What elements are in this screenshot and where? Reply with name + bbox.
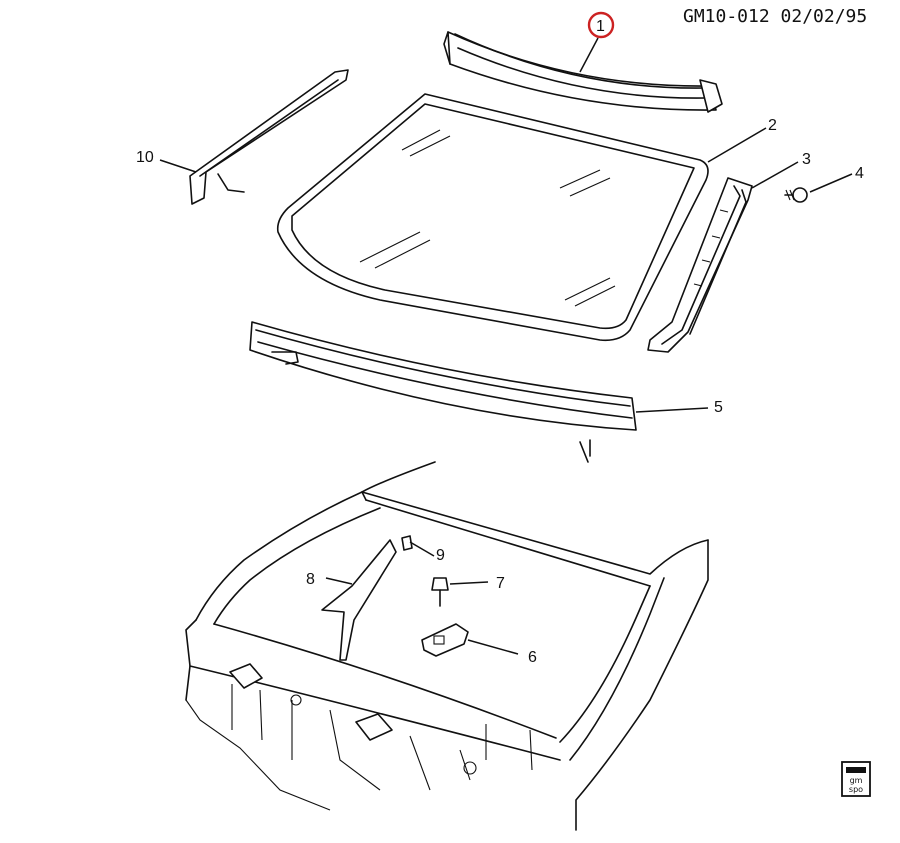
- part-10-pillar-molding[interactable]: [189, 69, 349, 205]
- callout-7: 7: [496, 575, 505, 592]
- gm-spo-logo: gm spo: [841, 761, 871, 797]
- callout-8: 8: [306, 571, 315, 588]
- callout-6: 6: [528, 649, 537, 666]
- callout-4: 4: [855, 165, 864, 182]
- callout-10: 10: [136, 149, 154, 166]
- part-2-windshield-glass[interactable]: [276, 93, 709, 342]
- part-5-lower-molding[interactable]: [249, 321, 637, 463]
- leader-lines: [159, 37, 853, 655]
- part-6-bracket[interactable]: [421, 623, 469, 657]
- drawing-reference: GM10-012 02/02/95: [683, 6, 868, 27]
- part-9-clip[interactable]: [401, 535, 413, 551]
- svg-text:spo: spo: [849, 785, 863, 794]
- svg-text:gm: gm: [850, 776, 863, 785]
- callout-9: 9: [436, 547, 445, 564]
- part-1-upper-molding[interactable]: [443, 31, 723, 113]
- part-4-screw[interactable]: [784, 187, 808, 203]
- part-8-bracket[interactable]: [321, 539, 397, 661]
- part-3-side-molding[interactable]: [647, 177, 753, 353]
- callout-3: 3: [802, 151, 811, 168]
- callout-5: 5: [714, 399, 723, 416]
- callout-1-highlight-ring: [587, 11, 615, 39]
- callout-2: 2: [768, 117, 777, 134]
- callout-1: 1: [596, 18, 605, 35]
- part-7-bolt[interactable]: [431, 577, 449, 607]
- vehicle-body: [185, 461, 709, 831]
